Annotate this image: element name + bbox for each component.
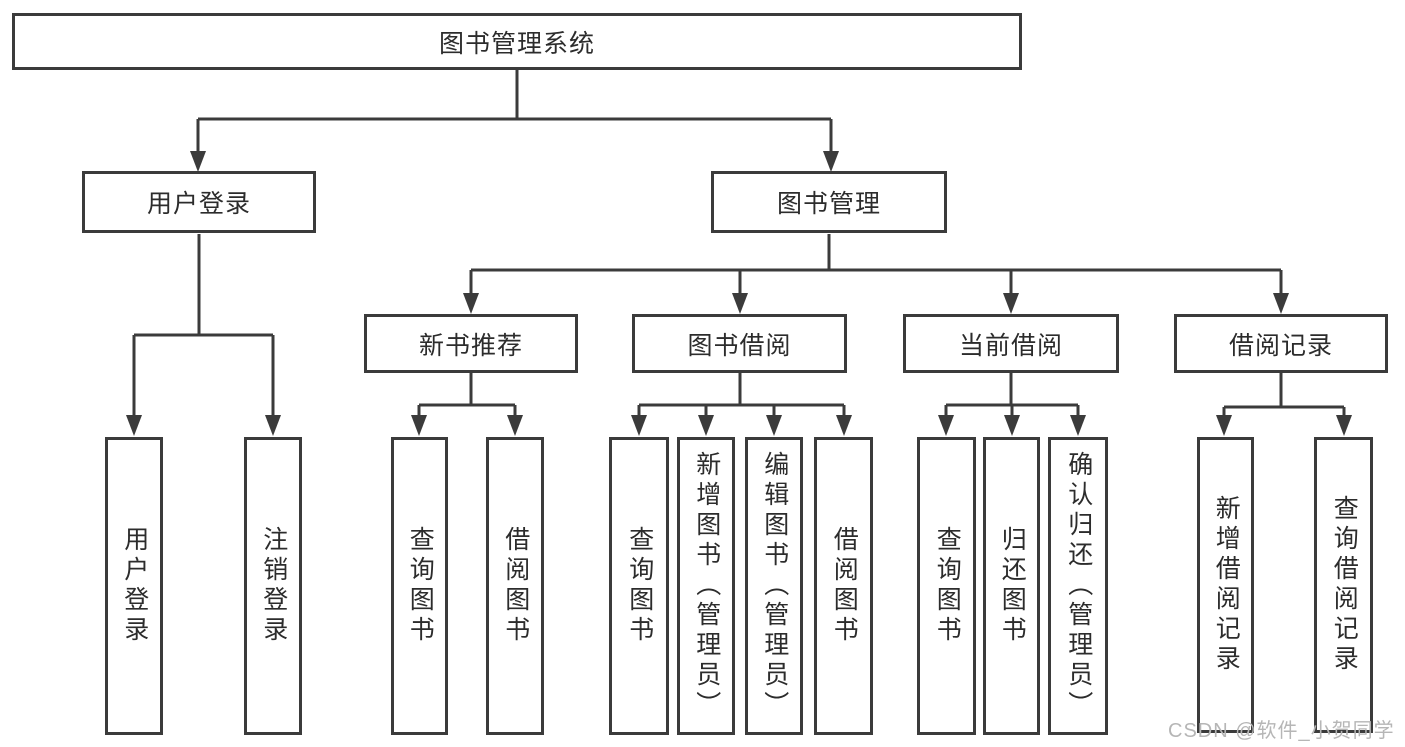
node-book-management-label: 图书管理 [776, 190, 881, 218]
leaf-current-confirm-return-admin-label: 确认归还（管理员） [1064, 451, 1093, 721]
node-book-borrow-label: 图书借阅 [687, 331, 792, 360]
leaf-recommend-borrow-books-label: 借阅图书 [501, 526, 530, 646]
leaf-recommend-query-books-label: 查询图书 [406, 526, 435, 646]
leaf-current-confirm-return-admin: 确认归还（管理员） [1048, 437, 1108, 735]
leaf-borrow-borrow-books-label: 借阅图书 [830, 526, 859, 646]
node-user-login: 用户登录 [82, 171, 316, 233]
connector-new-book-recommend [417, 373, 517, 418]
connector-book-management [469, 234, 1283, 296]
leaf-current-return-books: 归还图书 [983, 437, 1040, 735]
leaf-borrow-query-books-label: 查询图书 [625, 526, 654, 646]
connector-root [196, 70, 833, 154]
leaf-records-query-record: 查询借阅记录 [1314, 437, 1373, 733]
node-borrow-records-label: 借阅记录 [1228, 331, 1333, 360]
leaf-records-query-record-label: 查询借阅记录 [1330, 495, 1359, 675]
leaf-current-return-books-label: 归还图书 [998, 526, 1027, 646]
connector-current-borrow [944, 373, 1080, 418]
node-new-book-recommend: 新书推荐 [364, 314, 578, 373]
leaf-logout: 注销登录 [244, 437, 302, 735]
leaf-user-login-label: 用户登录 [120, 526, 149, 646]
leaf-borrow-edit-books-admin: 编辑图书（管理员） [745, 437, 803, 735]
leaf-current-query-books: 查询图书 [917, 437, 976, 735]
leaf-user-login: 用户登录 [105, 437, 163, 735]
leaf-logout-label: 注销登录 [259, 526, 288, 646]
connector-user-login [132, 234, 275, 418]
leaf-borrow-edit-books-admin-label: 编辑图书（管理员） [760, 451, 789, 721]
node-book-management: 图书管理 [711, 171, 947, 233]
csdn-watermark: CSDN @软件_小贺同学 [1168, 720, 1395, 742]
leaf-current-query-books-label: 查询图书 [933, 526, 962, 646]
node-current-borrow-label: 当前借阅 [958, 331, 1063, 360]
leaf-recommend-borrow-books: 借阅图书 [486, 437, 544, 735]
leaf-borrow-borrow-books: 借阅图书 [814, 437, 873, 735]
node-root: 图书管理系统 [12, 13, 1022, 70]
node-borrow-records: 借阅记录 [1174, 314, 1388, 373]
connector-borrow-records [1222, 373, 1346, 418]
leaf-records-add-record-label: 新增借阅记录 [1212, 495, 1241, 675]
node-new-book-recommend-label: 新书推荐 [418, 331, 523, 360]
leaf-borrow-query-books: 查询图书 [609, 437, 669, 735]
connector-book-borrow [637, 373, 846, 418]
leaf-recommend-query-books: 查询图书 [391, 437, 448, 735]
leaf-records-add-record: 新增借阅记录 [1197, 437, 1254, 733]
leaf-borrow-add-books-admin: 新增图书（管理员） [677, 437, 735, 735]
node-current-borrow: 当前借阅 [903, 314, 1119, 373]
node-book-borrow: 图书借阅 [632, 314, 847, 373]
node-root-label: 图书管理系统 [438, 29, 595, 58]
node-user-login-label: 用户登录 [146, 190, 251, 218]
leaf-borrow-add-books-admin-label: 新增图书（管理员） [692, 451, 721, 721]
